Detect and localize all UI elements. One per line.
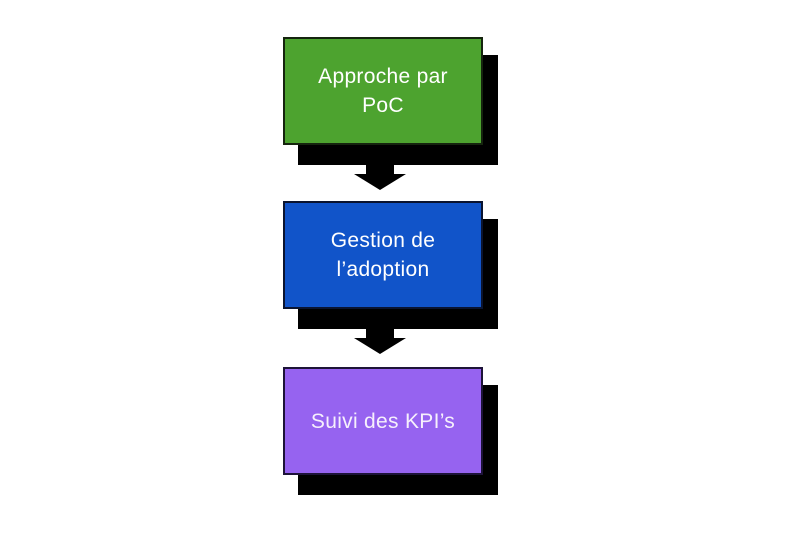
down-arrow-shape: [354, 324, 406, 354]
box-face: Approche par PoC: [283, 37, 483, 145]
box-face: Suivi des KPI’s: [283, 367, 483, 475]
down-arrow-icon: [354, 160, 406, 190]
box-face: Gestion de l’adoption: [283, 201, 483, 309]
box-label: Approche par PoC: [318, 65, 448, 117]
flowchart-box-approche-par-poc: Approche par PoC: [283, 37, 498, 165]
flowchart-box-gestion-adoption: Gestion de l’adoption: [283, 201, 498, 329]
down-arrow-icon: [354, 324, 406, 354]
down-arrow-shape: [354, 160, 406, 190]
box-label: Gestion de l’adoption: [330, 229, 436, 281]
flowchart-box-suivi-des-kpis: Suivi des KPI’s: [283, 367, 498, 495]
box-label: Suivi des KPI’s: [310, 409, 456, 433]
